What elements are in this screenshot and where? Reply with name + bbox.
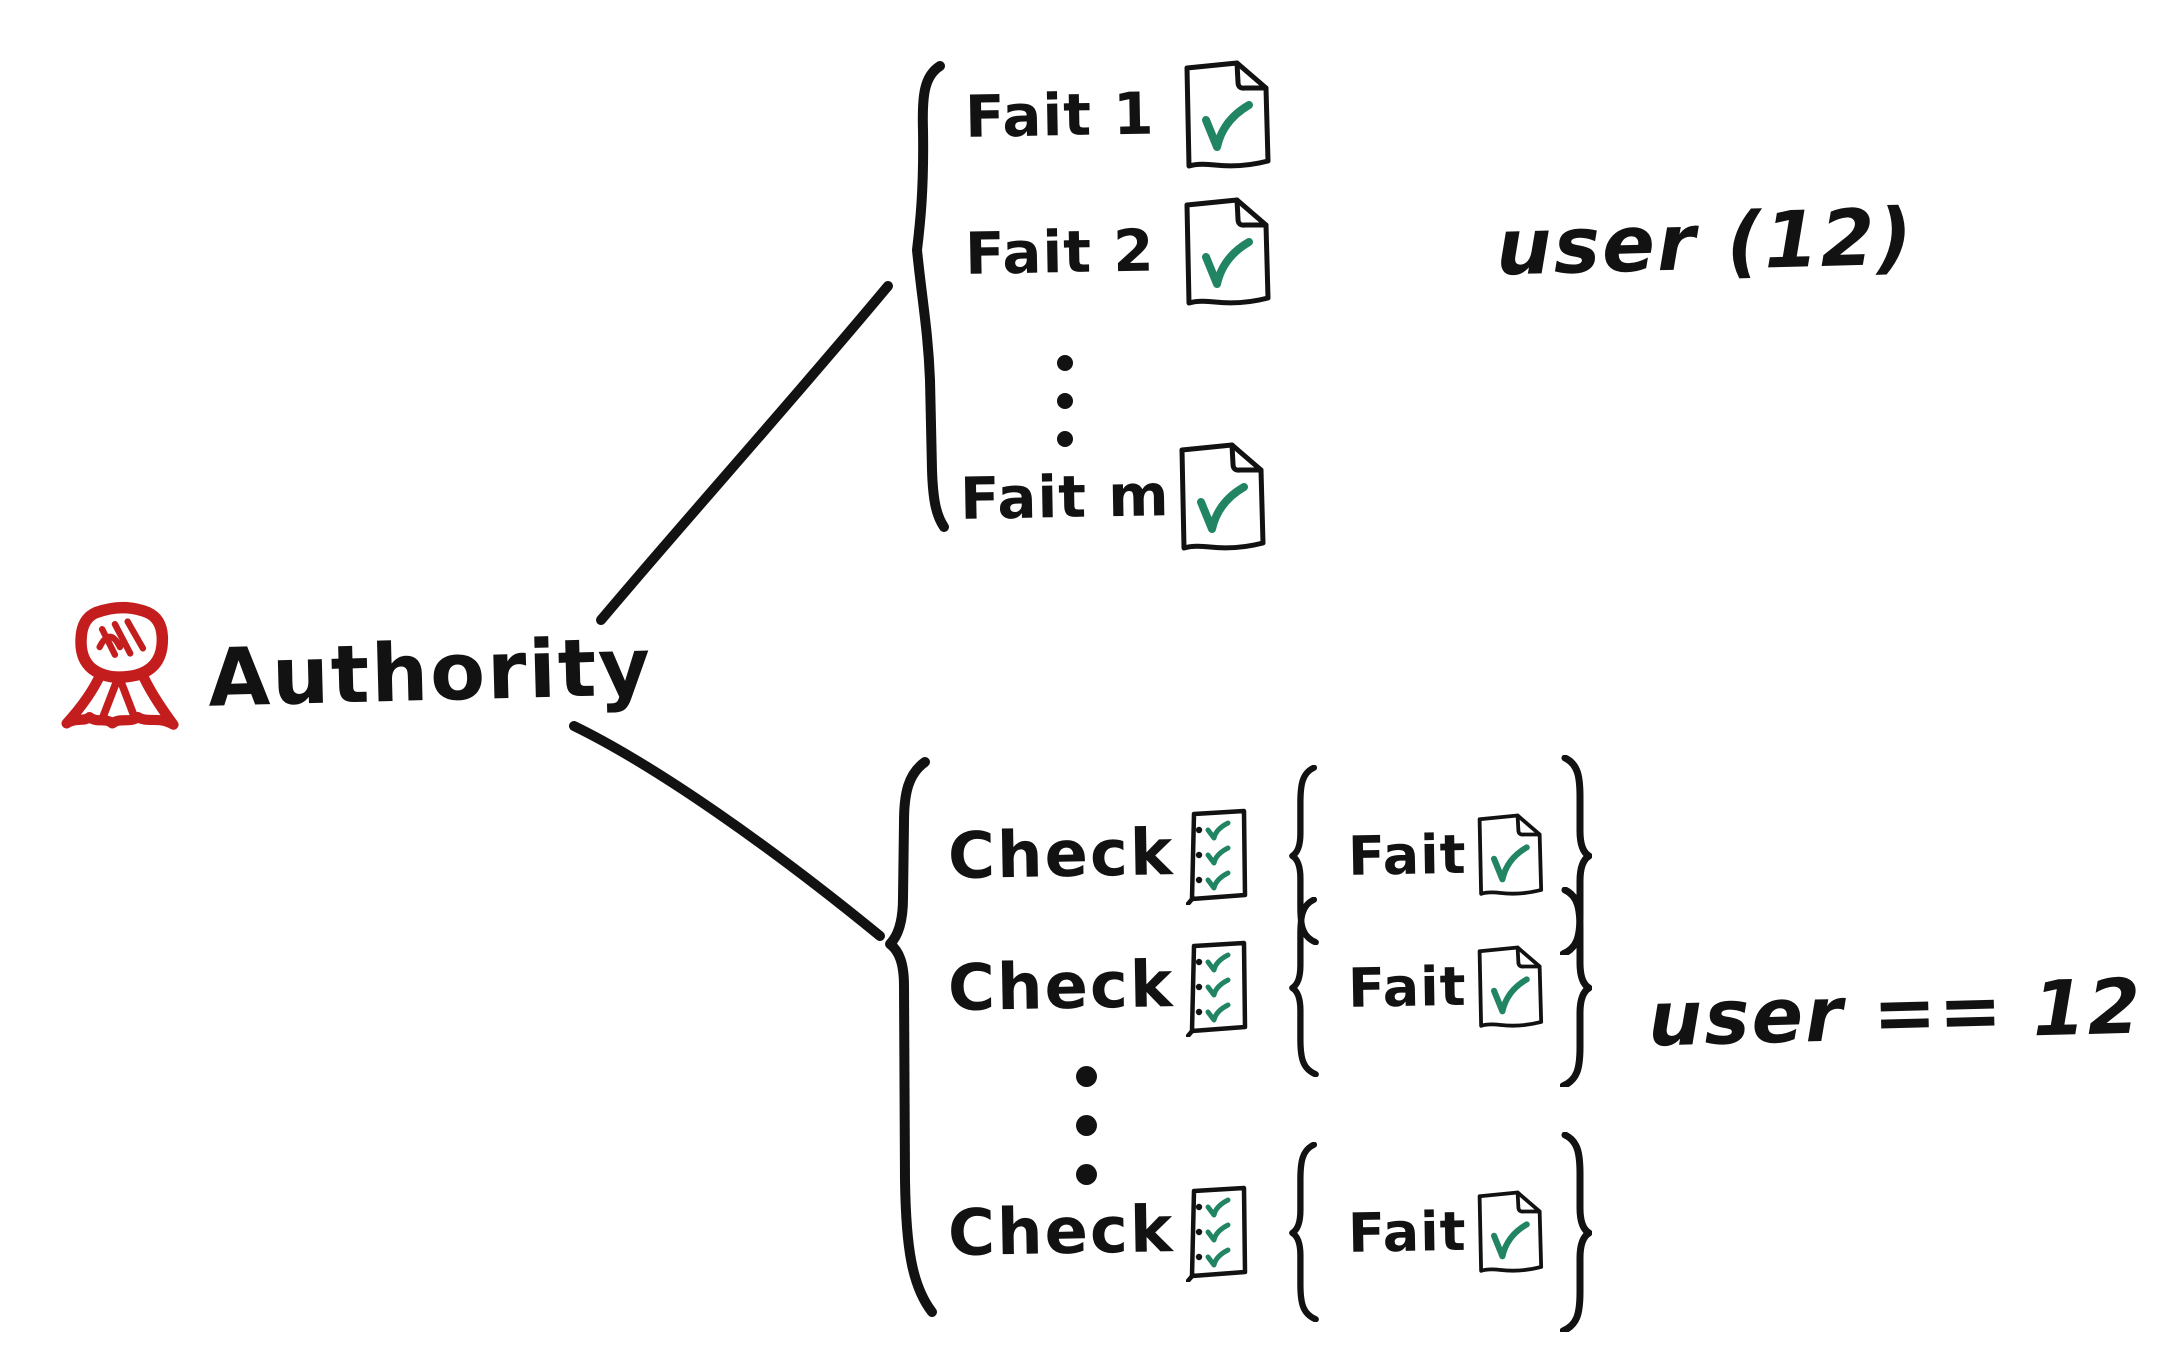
fait-row-2: Fait 2	[964, 195, 1277, 309]
ellipsis-dot	[1076, 1164, 1097, 1185]
connector-line-bottom	[569, 721, 885, 941]
ellipsis-dot	[1057, 393, 1073, 409]
document-checkmark-icon	[1472, 1180, 1548, 1284]
ellipsis-dot	[1057, 355, 1073, 371]
document-checkmark-icon	[1177, 58, 1277, 172]
fait-label: Fait	[1347, 1199, 1468, 1265]
authority-node: Authority	[50, 600, 654, 745]
close-brace-icon	[1560, 1132, 1592, 1332]
check-label: Check	[947, 948, 1176, 1027]
fait-row-1: Fait 1	[964, 58, 1277, 172]
checklist-icon	[1186, 937, 1250, 1037]
check-label: Check	[947, 816, 1176, 895]
close-brace-icon	[1560, 887, 1592, 1087]
top-group-annotation: user (12)	[1494, 192, 1916, 294]
fait-label: Fait 1	[964, 79, 1156, 151]
check-row-2: Check Fait	[947, 887, 1592, 1087]
fait-row-m: Fait m	[959, 440, 1272, 554]
fait-label: Fait m	[959, 461, 1171, 533]
check-label: Check	[947, 1193, 1176, 1272]
authority-label: Authority	[206, 620, 654, 725]
check-row-3: Check Fait	[947, 1132, 1592, 1332]
open-brace-icon	[1288, 897, 1320, 1077]
fait-label: Fait 2	[964, 216, 1156, 288]
seal-ribbon-icon	[61, 601, 179, 730]
connector-line-top	[596, 281, 893, 625]
vertical-ellipsis-bottom	[1076, 1052, 1097, 1199]
top-group-brace	[912, 61, 949, 532]
bottom-group-brace	[885, 757, 937, 1317]
checklist-icon	[1186, 1182, 1250, 1282]
fait-label: Fait	[1347, 822, 1468, 888]
ellipsis-dot	[1076, 1066, 1097, 1087]
bottom-group-annotation: user == 12	[1646, 961, 2144, 1064]
fait-label: Fait	[1347, 954, 1468, 1020]
ellipsis-dot	[1057, 431, 1073, 447]
open-brace-icon	[1288, 1142, 1320, 1322]
document-checkmark-icon	[1172, 440, 1272, 554]
ellipsis-dot	[1076, 1115, 1097, 1136]
vertical-ellipsis-top	[1057, 344, 1073, 458]
document-checkmark-icon	[1177, 195, 1277, 309]
document-checkmark-icon	[1472, 935, 1548, 1039]
